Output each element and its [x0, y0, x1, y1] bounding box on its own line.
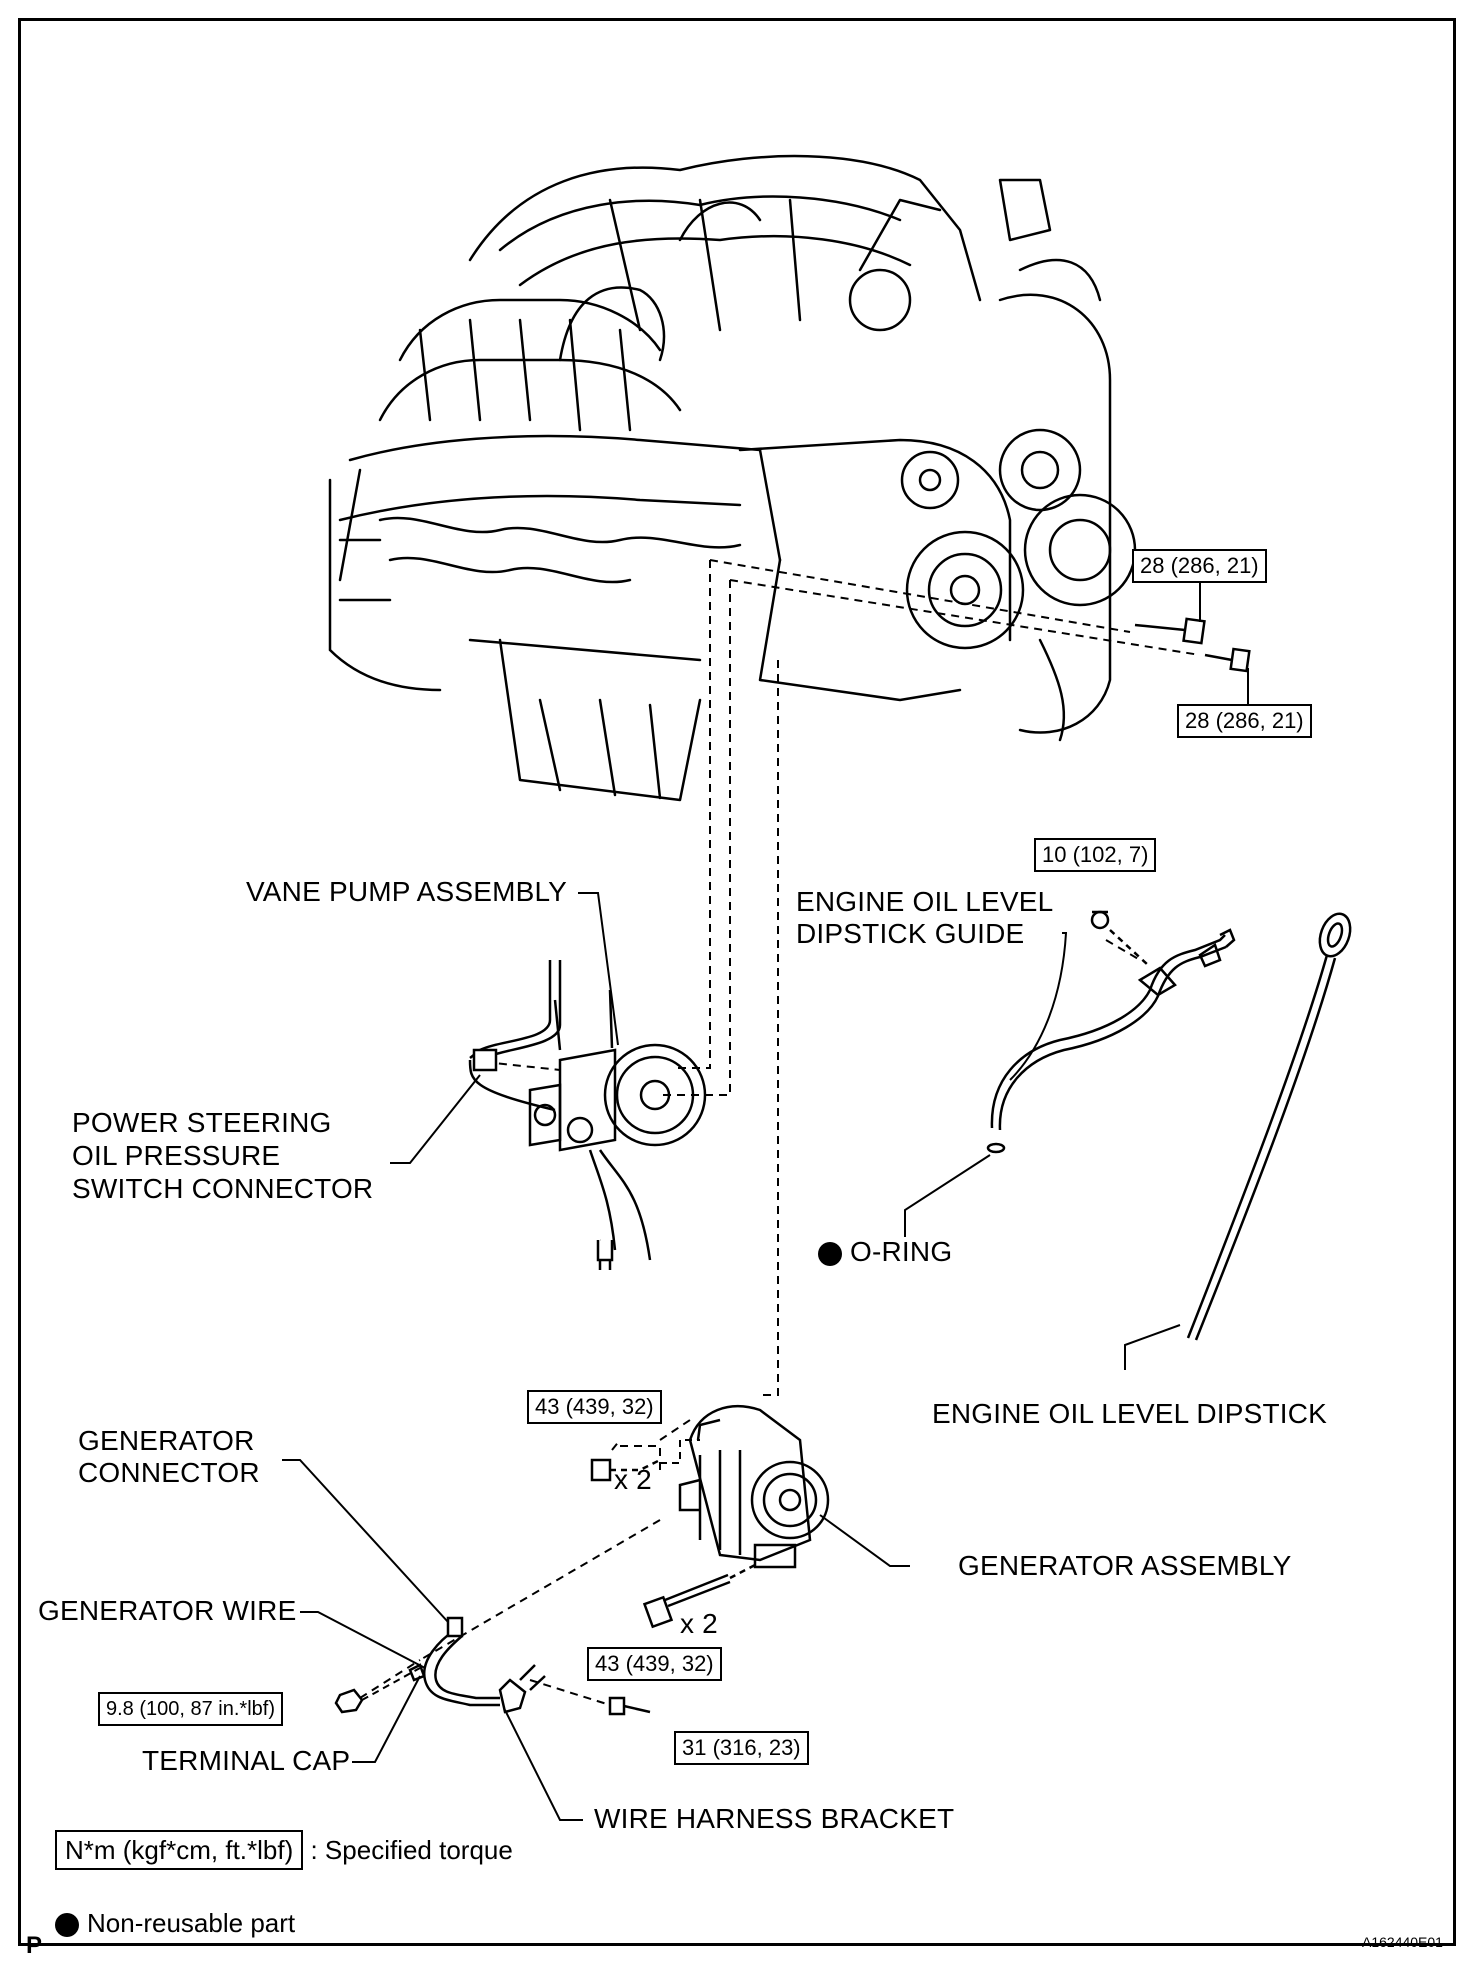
label-ps-switch-line3: SWITCH CONNECTOR — [72, 1173, 374, 1204]
label-vane-pump-assembly: VANE PUMP ASSEMBLY — [246, 876, 568, 907]
torque-label-dipstick-guide-bolt: 10 (102, 7) — [1034, 838, 1157, 872]
label-x2-upper: x 2 — [614, 1464, 652, 1495]
label-o-ring: O-RING — [818, 1236, 952, 1268]
label-wire-harness-bracket: WIRE HARNESS BRACKET — [594, 1803, 955, 1834]
dipstick-guide-illustration — [986, 910, 1236, 1154]
label-generator-assembly: GENERATOR ASSEMBLY — [958, 1550, 1292, 1581]
bolt-top-b — [1204, 647, 1251, 673]
leader-lines — [282, 892, 1181, 1821]
label-generator-connector-line2: CONNECTOR — [78, 1457, 260, 1488]
engine-illustration — [328, 154, 1137, 802]
torque-label-bracket-bolt: 31 (316, 23) — [674, 1731, 809, 1765]
legend-torque: N*m (kgf*cm, ft.*lbf) : Specified torque — [55, 1830, 513, 1870]
non-reusable-marker-icon — [818, 1241, 842, 1266]
torque-label-top-bolt-lower: 28 (286, 21) — [1177, 704, 1312, 738]
label-dipstick-guide-line2: DIPSTICK GUIDE — [796, 918, 1025, 949]
torque-label-generator-lower-bolt: 43 (439, 32) — [587, 1647, 722, 1681]
label-generator-connector-line1: GENERATOR — [78, 1425, 255, 1456]
legend-torque-desc: : Specified torque — [310, 1835, 513, 1865]
legend-non-reusable: Non-reusable part — [55, 1908, 295, 1938]
alignment-lines — [359, 559, 1201, 1706]
generator-wire-illustration — [334, 1616, 651, 1716]
generator-illustration — [590, 1405, 830, 1629]
bolt-top-a — [1134, 617, 1206, 645]
label-generator-wire: GENERATOR WIRE — [38, 1595, 297, 1626]
diagram-frame — [18, 18, 1456, 1946]
torque-label-top-bolt: 28 (286, 21) — [1132, 549, 1267, 583]
label-dipstick-guide-line1: ENGINE OIL LEVEL — [796, 886, 1054, 917]
torque-label-generator-upper-bolt: 43 (439, 32) — [527, 1390, 662, 1424]
legend-non-reusable-icon — [55, 1913, 79, 1938]
label-x2-lower: x 2 — [680, 1608, 718, 1639]
vane-pump-illustration — [468, 960, 707, 1270]
figure-id: A162440E01 — [1362, 1934, 1443, 1950]
legend-torque-box: N*m (kgf*cm, ft.*lbf) — [55, 1830, 304, 1870]
label-ps-switch-line1: POWER STEERING — [72, 1107, 332, 1138]
label-engine-oil-level-dipstick: ENGINE OIL LEVEL DIPSTICK — [932, 1398, 1328, 1429]
legend-non-reusable-text: Non-reusable part — [87, 1908, 296, 1938]
torque-label-generator-wire-nut: 9.8 (100, 87 in.*lbf) — [98, 1692, 283, 1726]
dipstick-illustration — [1186, 912, 1352, 1341]
corner-mark-left: P — [26, 1932, 43, 1959]
label-ps-switch-line2: OIL PRESSURE — [72, 1140, 281, 1171]
label-o-ring-text: O-RING — [850, 1236, 953, 1267]
label-terminal-cap: TERMINAL CAP — [142, 1745, 351, 1776]
